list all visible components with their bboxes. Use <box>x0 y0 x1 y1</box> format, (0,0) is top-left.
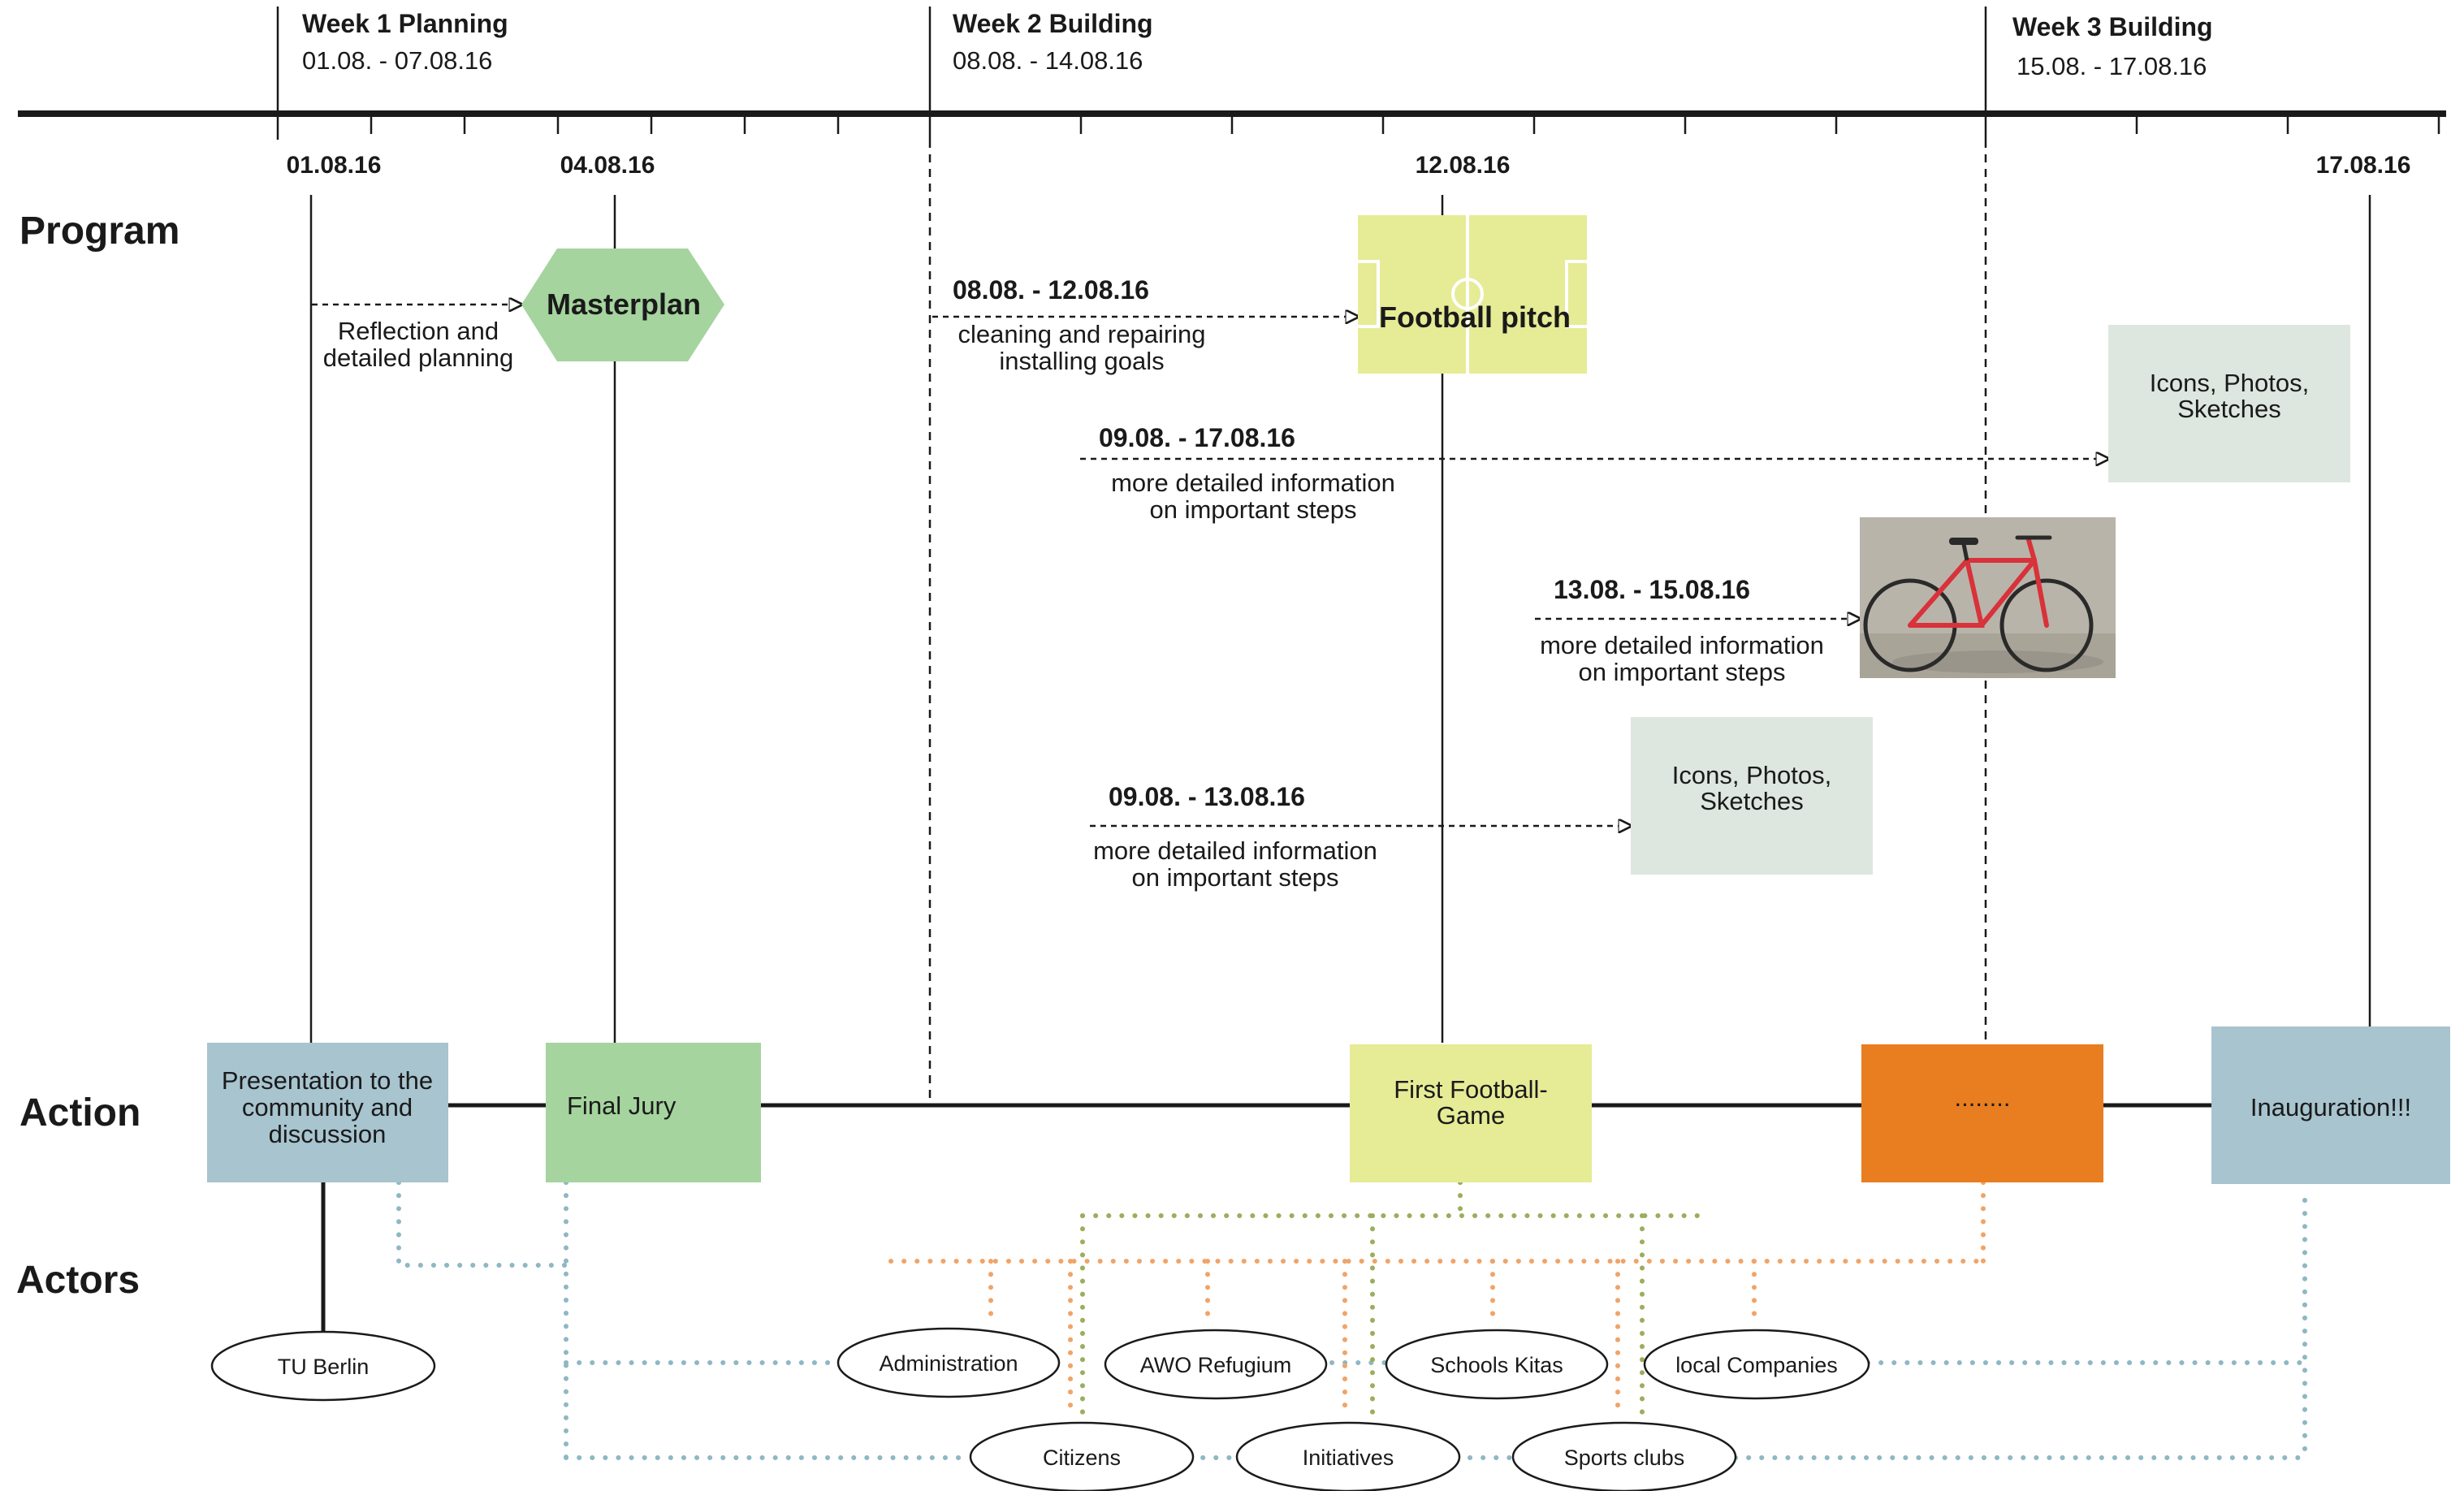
ellipsis-rect <box>1861 1044 2103 1182</box>
timeline-axis: Week 1 Planning 01.08. - 07.08.16 Week 2… <box>18 6 2446 179</box>
actor-citizens[interactable]: Citizens <box>969 1421 1195 1491</box>
final-jury-rect <box>546 1043 761 1182</box>
media-box-c-rect <box>1631 717 1873 875</box>
presentation-box[interactable]: Presentation to the community and discus… <box>207 1043 448 1182</box>
reflection-line1: Reflection and <box>338 317 499 345</box>
media-box-a-rect <box>2108 325 2350 482</box>
actor-tu-berlin[interactable]: TU Berlin <box>210 1330 436 1402</box>
week3-title: Week 3 Building <box>2012 12 2213 41</box>
pitch-task-range: 08.08. - 12.08.16 <box>953 275 1149 305</box>
first-game-line1: First Football- <box>1394 1075 1547 1104</box>
date-label-17-08: 17.08.16 <box>2316 152 2411 179</box>
football-pitch-rect <box>1358 215 1587 374</box>
actor-connections <box>396 1180 2307 1460</box>
actor-local-companies[interactable]: local Companies <box>1643 1329 1870 1400</box>
reflection-line2: detailed planning <box>323 344 513 372</box>
media-box-c: Icons, Photos, Sketches <box>1631 717 1873 875</box>
date-label-04-08: 04.08.16 <box>560 152 655 179</box>
week1-title: Week 1 Planning <box>302 9 508 38</box>
media-box-c-line1: Icons, Photos, <box>1672 761 1831 789</box>
actor-sports-clubs-label: Sports clubs <box>1564 1446 1685 1470</box>
masterplan-hexagon[interactable] <box>521 248 724 361</box>
ellipsis-label: ........ <box>1955 1083 2011 1112</box>
task-a-range: 09.08. - 17.08.16 <box>1099 423 1295 452</box>
section-action: Action <box>19 1091 140 1134</box>
actor-citizens-label: Citizens <box>1043 1446 1121 1470</box>
actor-awo-refugium-label: AWO Refugium <box>1140 1353 1292 1377</box>
pitch-task-line2: installing goals <box>999 347 1164 375</box>
actor-sports-clubs[interactable]: Sports clubs <box>1511 1421 1737 1491</box>
inauguration-label: Inauguration!!! <box>2250 1093 2411 1121</box>
masterplan-label: Masterplan <box>547 287 701 321</box>
football-pitch-markings <box>1358 215 1587 374</box>
task-c-line2: on important steps <box>1131 863 1338 892</box>
week2-title: Week 2 Building <box>953 9 1153 38</box>
inauguration-rect <box>2211 1026 2450 1184</box>
first-game-line2: Game <box>1437 1101 1505 1130</box>
task-b-line2: on important steps <box>1578 658 1785 686</box>
date-label-12-08: 12.08.16 <box>1416 152 1511 179</box>
presentation-line3: discussion <box>269 1120 387 1148</box>
media-box-a-line1: Icons, Photos, <box>2150 369 2309 397</box>
bicycle-front-wheel <box>1999 578 2094 672</box>
actor-administration[interactable]: Administration <box>836 1327 1061 1398</box>
actor-awo-refugium[interactable]: AWO Refugium <box>1104 1329 1328 1400</box>
day-ticks <box>370 114 2440 134</box>
media-box-c-line2: Sketches <box>1700 787 1804 815</box>
football-pitch-label: Football pitch <box>1379 300 1571 334</box>
actor-administration-label: Administration <box>879 1351 1018 1376</box>
dots-blue <box>396 1180 2307 1460</box>
bicycle-photo <box>1860 517 2116 678</box>
actor-local-companies-label: local Companies <box>1675 1353 1838 1377</box>
ellipsis-box[interactable]: ........ <box>1861 1044 2103 1182</box>
bicycle-frame-top <box>1908 558 2049 628</box>
first-game-box[interactable]: First Football- Game <box>1350 1044 1592 1182</box>
first-game-rect <box>1350 1044 1592 1182</box>
actor-schools-kitas[interactable]: Schools Kitas <box>1385 1329 1609 1400</box>
media-box-a-line2: Sketches <box>2177 395 2281 423</box>
presentation-line1: Presentation to the <box>222 1066 433 1095</box>
week3-range: 15.08. - 17.08.16 <box>2017 52 2207 80</box>
section-actors: Actors <box>16 1259 140 1302</box>
actor-initiatives-label: Initiatives <box>1303 1446 1394 1470</box>
date-label-01-08: 01.08.16 <box>287 152 382 179</box>
task-b-line1: more detailed information <box>1540 631 1824 659</box>
task-c-range: 09.08. - 13.08.16 <box>1109 782 1305 811</box>
actor-tu-berlin-label: TU Berlin <box>278 1355 370 1379</box>
presentation-rect <box>207 1043 448 1182</box>
football-pitch-box[interactable]: Football pitch <box>1358 215 1587 374</box>
dots-olive <box>1080 1180 1706 1420</box>
media-box-a: Icons, Photos, Sketches <box>2108 325 2350 482</box>
pitch-task-line1: cleaning and repairing <box>958 320 1205 348</box>
week1-range: 01.08. - 07.08.16 <box>302 46 492 75</box>
final-jury-label: Final Jury <box>567 1091 677 1120</box>
task-c-line1: more detailed information <box>1093 836 1377 865</box>
final-jury-box[interactable]: Final Jury <box>546 1043 761 1182</box>
inauguration-box[interactable]: Inauguration!!! <box>2211 1026 2450 1184</box>
section-program: Program <box>19 210 179 253</box>
actor-schools-kitas-label: Schools Kitas <box>1430 1353 1563 1377</box>
presentation-line2: community and <box>242 1093 413 1121</box>
task-b-range: 13.08. - 15.08.16 <box>1554 575 1750 604</box>
task-a-line2: on important steps <box>1149 495 1356 524</box>
week2-range: 08.08. - 14.08.16 <box>953 46 1143 75</box>
task-a-line1: more detailed information <box>1111 469 1395 497</box>
dots-orange <box>888 1180 1986 1420</box>
actor-initiatives[interactable]: Initiatives <box>1235 1421 1461 1491</box>
bicycle-saddle <box>1949 538 1978 545</box>
